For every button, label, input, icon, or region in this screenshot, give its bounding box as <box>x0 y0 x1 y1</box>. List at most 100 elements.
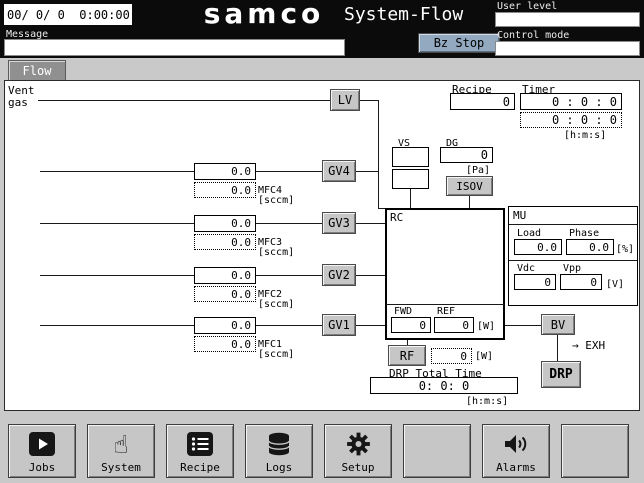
mu-volt-unit-label: [V] <box>606 279 625 290</box>
mu-percent-unit-label: [%] <box>616 244 635 255</box>
mfc3-set-box[interactable]: 0.0 <box>194 215 256 232</box>
mu-vpp-box: 0 <box>560 274 602 290</box>
mfc1-name-label: MFC1 <box>258 339 283 350</box>
gear-icon <box>345 429 372 459</box>
vs-chamber-line <box>410 189 411 208</box>
gv3-outlet-line <box>356 223 385 224</box>
mfc1-actual-box: 0.0 <box>194 336 256 352</box>
page-title: System-Flow <box>344 4 464 25</box>
mu-vdc-label: Vdc <box>517 263 536 274</box>
gv2-valve-button[interactable]: GV2 <box>322 264 356 286</box>
control-mode-box <box>495 41 640 56</box>
datetime-display: 00/ 0/ 0 0:00:00 <box>4 4 132 25</box>
mfc3-actual-box: 0.0 <box>194 234 256 250</box>
fwd-label: FWD <box>394 306 413 317</box>
ref-power-box: 0 <box>434 317 474 333</box>
mfc4-name-label: MFC4 <box>258 185 283 196</box>
control-mode-label: Control mode <box>497 30 570 41</box>
mu-load-label: Load <box>517 228 542 239</box>
drp-total-time-label: DRP Total Time <box>389 367 482 380</box>
fwd-ref-unit-label: [W] <box>477 321 496 332</box>
mu-divider-line-1 <box>509 224 637 225</box>
timer-set-box[interactable]: 0 : 0 : 0 <box>520 93 622 110</box>
mu-vpp-label: Vpp <box>563 263 582 274</box>
mfc4-set-box[interactable]: 0.0 <box>194 163 256 180</box>
drp-button[interactable]: DRP <box>541 361 581 388</box>
rf-button[interactable]: RF <box>388 345 426 366</box>
lv-valve-button[interactable]: LV <box>330 89 360 111</box>
mfc4-actual-box: 0.0 <box>194 182 256 198</box>
tab-flow[interactable]: Flow <box>8 60 66 81</box>
vs-label: VS <box>398 138 411 149</box>
logs-button-label: Logs <box>265 461 293 474</box>
isov-valve-button[interactable]: ISOV <box>446 176 493 196</box>
bv-drp-line <box>557 335 558 363</box>
jobs-button-label: Jobs <box>28 461 56 474</box>
rf-power-box: 0 <box>431 348 472 364</box>
mu-divider-line-2 <box>509 260 637 261</box>
mfc2-unit-label: [sccm] <box>258 299 295 310</box>
dg-unit-label: [Pa] <box>466 165 491 176</box>
message-box <box>4 39 345 56</box>
mfc1-set-box[interactable]: 0.0 <box>194 317 256 334</box>
gas-line-mfc4 <box>40 171 322 172</box>
recipe-button-label: Recipe <box>180 461 220 474</box>
matching-unit-box <box>508 206 638 306</box>
user-level-label: User level <box>497 1 558 12</box>
blank-button-2[interactable] <box>561 424 629 478</box>
drp-total-time-unit-label: [h:m:s] <box>466 396 509 407</box>
mfc1-unit-label: [sccm] <box>258 349 295 360</box>
blank-button-1[interactable] <box>403 424 471 478</box>
timer-unit-label: [h:m:s] <box>564 130 607 141</box>
mu-title: MU <box>513 209 527 222</box>
alarms-button[interactable]: Alarms <box>482 424 550 478</box>
dg-label: DG <box>446 138 459 149</box>
gv4-valve-button[interactable]: GV4 <box>322 160 356 182</box>
alarms-button-label: Alarms <box>496 461 536 474</box>
gv4-outlet-line <box>356 171 378 172</box>
gv2-outlet-line <box>356 275 385 276</box>
gv1-valve-button[interactable]: GV1 <box>322 314 356 336</box>
setup-button[interactable]: Setup <box>324 424 392 478</box>
play-icon <box>28 429 56 459</box>
message-label: Message <box>6 29 49 40</box>
mu-phase-label: Phase <box>569 228 600 239</box>
isov-chamber-line <box>469 196 470 208</box>
bv-valve-button[interactable]: BV <box>541 314 575 335</box>
mu-load-box: 0.0 <box>514 239 562 255</box>
setup-button-label: Setup <box>341 461 375 474</box>
logs-button[interactable]: Logs <box>245 424 313 478</box>
recipe-label: Recipe <box>452 83 492 96</box>
vs-box-upper <box>392 147 429 167</box>
gv3-valve-button[interactable]: GV3 <box>322 212 356 234</box>
rf-chamber-line <box>407 340 408 345</box>
recipe-button[interactable]: Recipe <box>166 424 234 478</box>
mfc2-actual-box: 0.0 <box>194 286 256 302</box>
dg-value-box: 0 <box>440 147 493 163</box>
header-bar: 00/ 0/ 0 0:00:00 samco System-Flow User … <box>0 0 644 58</box>
list-icon <box>186 429 214 459</box>
drp-total-time-box: 0: 0: 0 <box>370 377 518 394</box>
mfc3-unit-label: [sccm] <box>258 247 295 258</box>
jobs-button[interactable]: Jobs <box>8 424 76 478</box>
chamber-bv-line <box>505 325 541 326</box>
system-button-label: System <box>101 461 141 474</box>
bz-stop-button[interactable]: Bz Stop <box>418 33 500 53</box>
gas-line-mfc1 <box>40 325 322 326</box>
system-button[interactable]: ☝ System <box>87 424 155 478</box>
gas-line-mfc3 <box>40 223 322 224</box>
mfc4-unit-label: [sccm] <box>258 195 295 206</box>
mu-vdc-box: 0 <box>514 274 556 290</box>
manifold-chamber-connector-line <box>378 208 387 209</box>
vent-gas-line <box>38 100 330 101</box>
mu-phase-box: 0.0 <box>566 239 614 255</box>
gas-line-mfc2 <box>40 275 322 276</box>
mfc2-set-box[interactable]: 0.0 <box>194 267 256 284</box>
vs-box-lower <box>392 169 429 189</box>
gv1-outlet-line <box>356 325 385 326</box>
samco-logo: samco <box>203 0 325 30</box>
vent-gas-label: Vent <box>8 84 35 97</box>
timer-elapsed-box: 0 : 0 : 0 <box>520 112 622 128</box>
recipe-number-box[interactable]: 0 <box>450 93 515 110</box>
rc-label: RC <box>390 211 404 224</box>
